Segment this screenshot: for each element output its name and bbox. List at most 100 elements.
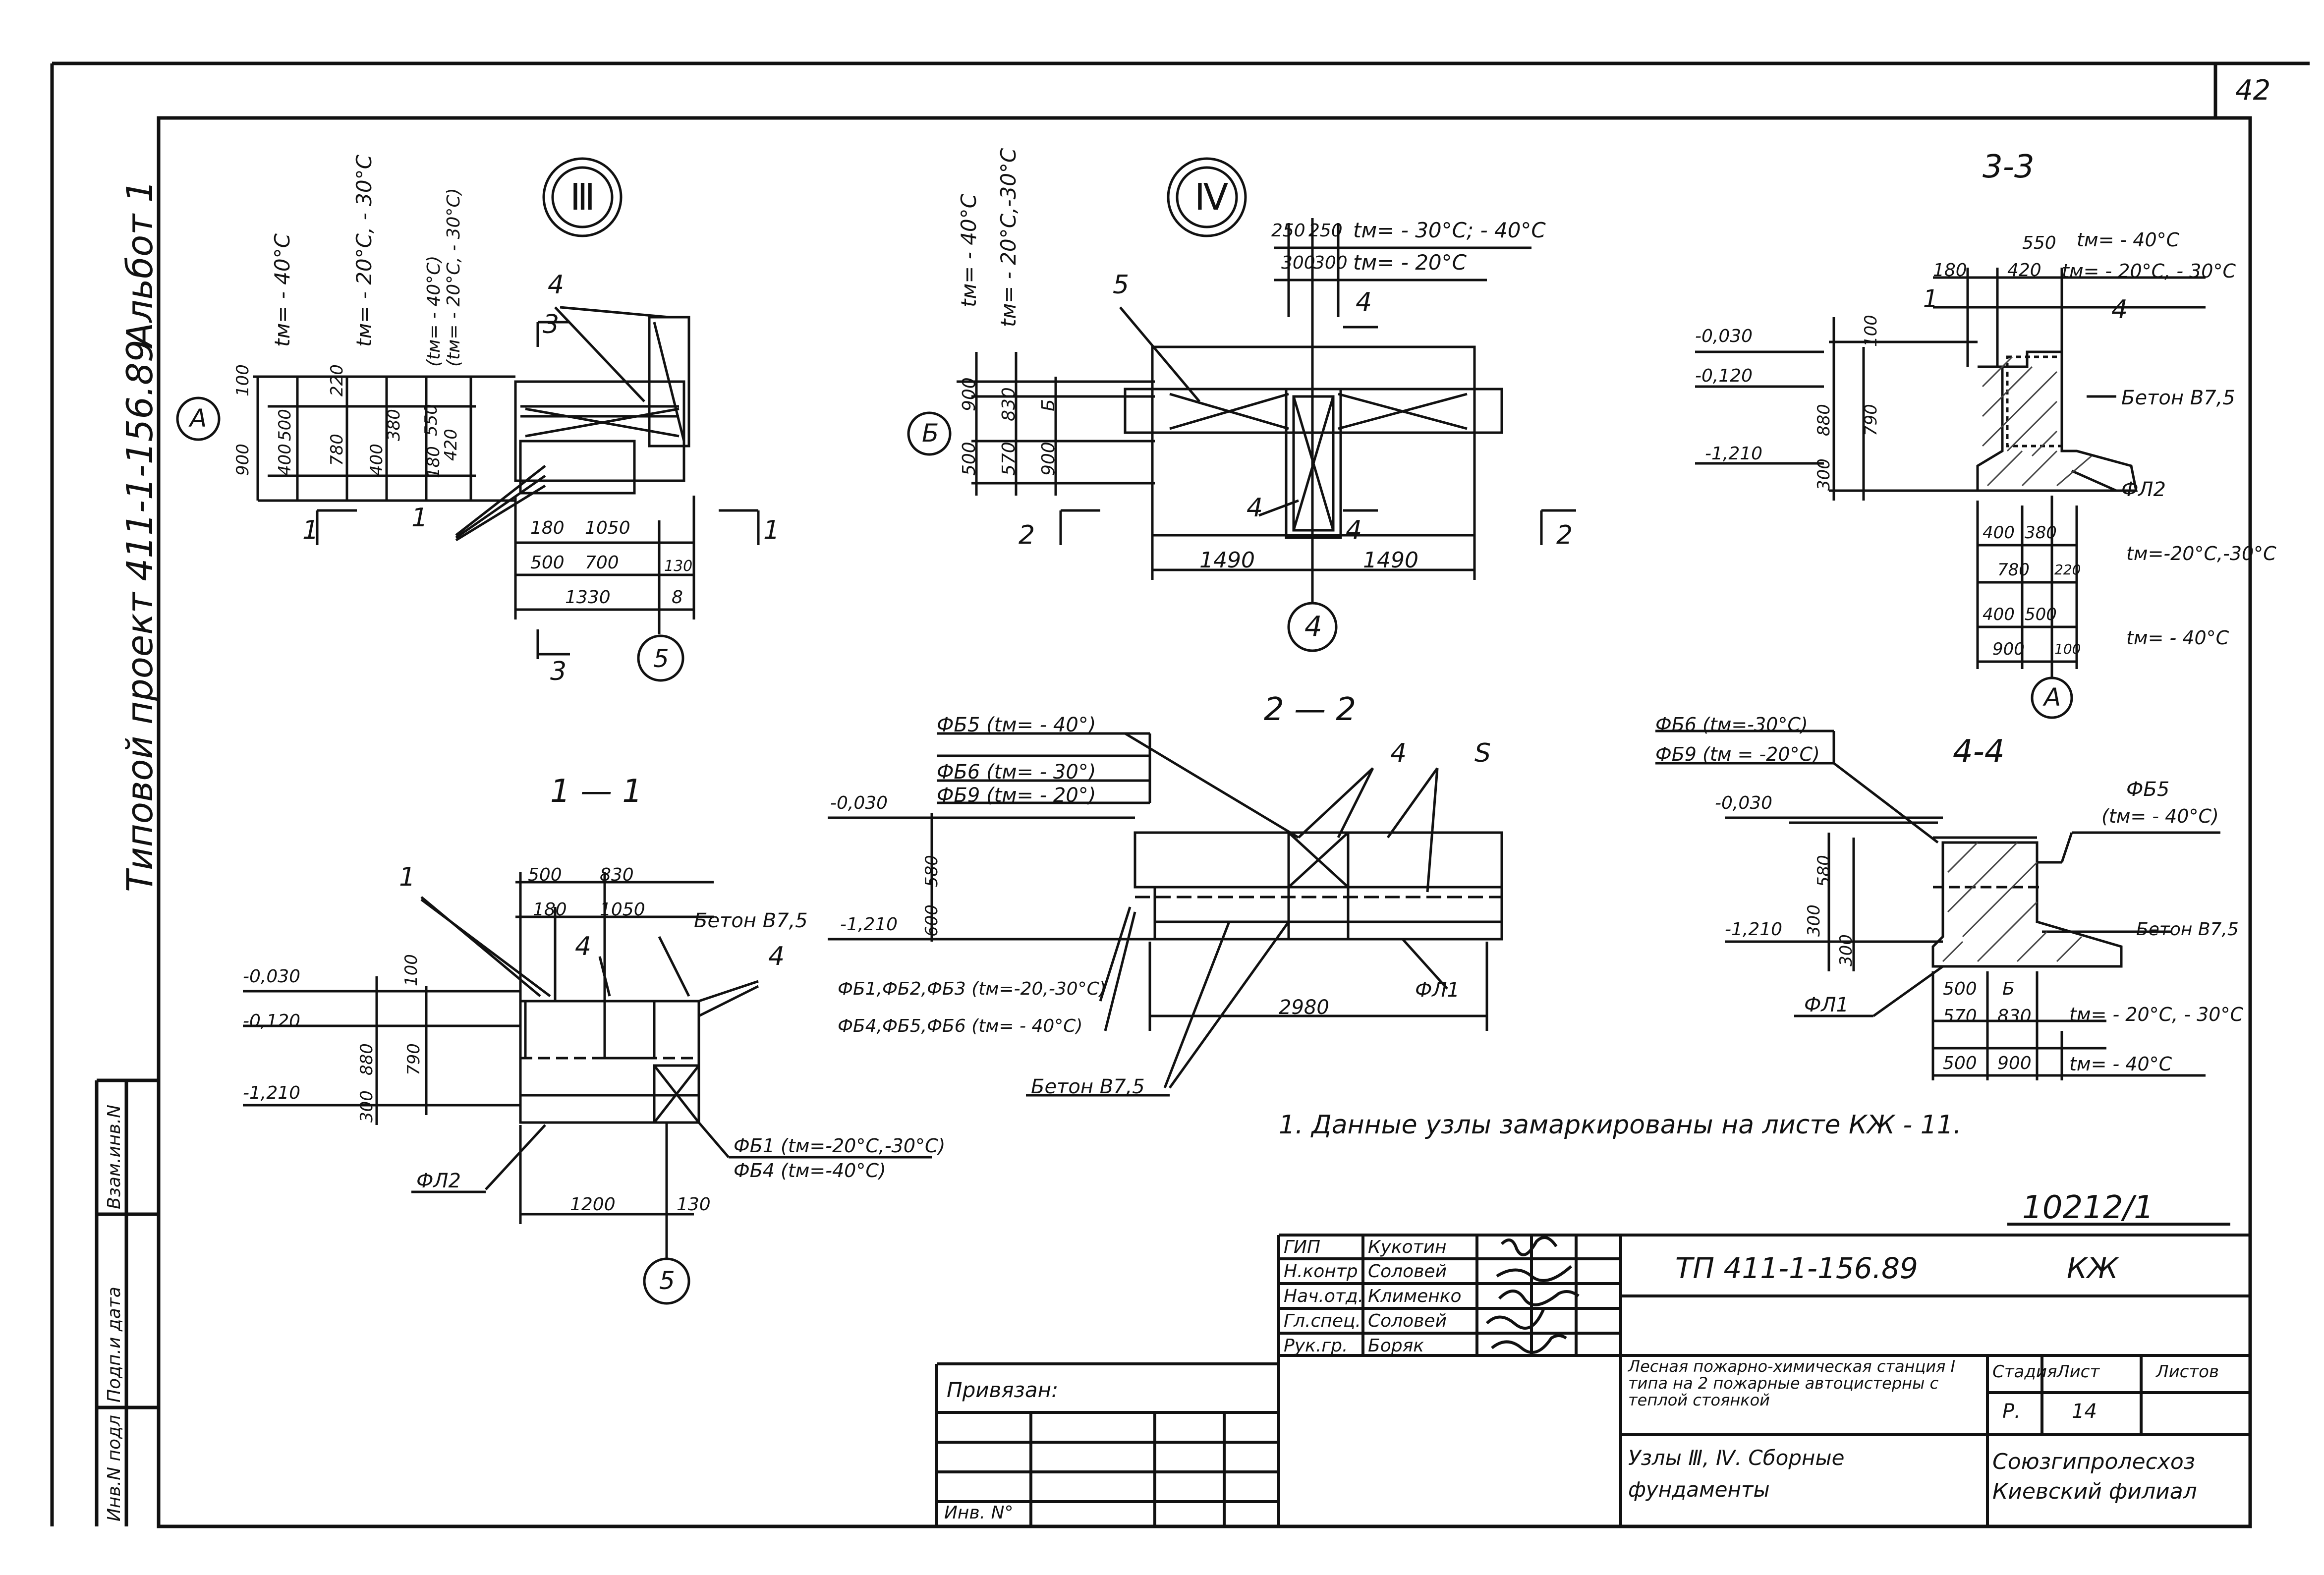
- tb-sheets-header: Листов: [2156, 1362, 2219, 1382]
- node4-sec-4-top: 4: [1356, 287, 1372, 317]
- section44-dim-830: 830: [1997, 1006, 2032, 1026]
- section44-concrete: Бетон В7,5: [2136, 919, 2239, 940]
- section33-dim-500: 500: [2025, 605, 2057, 624]
- section11-dim-1050: 1050: [600, 900, 645, 920]
- node4-sec-4-bottom: 4: [1346, 515, 1362, 545]
- section33-level-1: -0,030: [1695, 326, 1753, 346]
- node3-temp-4: (tм= - 20°C, - 30°C): [444, 188, 464, 367]
- section33-temp-top2: tм= - 20°C, - 30°C: [2062, 260, 2236, 282]
- stamp-field-replace: Взам.инв.N: [104, 1104, 124, 1209]
- section44-temp-2: tм= - 40°C: [2069, 1053, 2172, 1075]
- node3-dim-500h: 500: [530, 553, 565, 573]
- section44-dim-500b: 500: [1943, 1053, 1977, 1073]
- node3-dim-1330: 1330: [565, 587, 611, 608]
- tb-role-4: Гл.спец.: [1284, 1311, 1361, 1331]
- section22-block-2: ФБ6 (tм= - 30°): [937, 761, 1096, 784]
- section33-concrete: Бетон В7,5: [2121, 387, 2235, 409]
- section11-dim-880: 880: [357, 1043, 377, 1075]
- node3-callout-1a: 1: [411, 503, 428, 533]
- node3-dim-1050: 1050: [585, 518, 630, 538]
- section44-dim-570: 570: [1943, 1006, 1977, 1026]
- section33-dim-220: 220: [2054, 562, 2081, 578]
- tb-role-5: Рук.гр.: [1284, 1336, 1348, 1356]
- node4-dim-570: 570: [999, 442, 1019, 476]
- node3-dim-220: 220: [327, 364, 347, 396]
- section22-block-1: ФБ5 (tм= - 40°): [937, 714, 1096, 736]
- section11-dim-790: 790: [404, 1043, 424, 1075]
- section44-fl1: ФЛ1: [1804, 994, 1849, 1016]
- node4-dim-500: 500: [959, 442, 979, 476]
- stamp-field-inv: Инв.N подл: [104, 1415, 124, 1521]
- section11-level-3: -1,210: [243, 1083, 301, 1103]
- section33-temp-bottom1: tм=-20°C,-30°C: [2126, 543, 2276, 564]
- section44-level-1: -0,030: [1715, 793, 1773, 813]
- node4-dim-300a: 300: [1281, 253, 1315, 273]
- node4-axis-b: Б: [922, 419, 939, 448]
- section44-temp-1: tм= - 20°C, - 30°C: [2069, 1004, 2243, 1025]
- node3-temp-1: tм= - 40°C: [270, 233, 294, 347]
- node3-dim-900: 900: [233, 444, 253, 476]
- section11-dim-500: 500: [528, 865, 562, 885]
- section44-block-2: ФБ9 (tм = -20°C): [1655, 743, 1820, 765]
- tb-name-2: Соловей: [1368, 1261, 1447, 1282]
- tb-doc-mark: КЖ: [2067, 1251, 2118, 1285]
- section33-label-1: 1: [1923, 285, 1938, 313]
- node4-sec-2-right: 2: [1556, 520, 1573, 550]
- section11-fb4: ФБ4 (tм=-40°C): [734, 1160, 886, 1181]
- node4-dim-830: 830: [999, 387, 1019, 421]
- section33-dim-880: 880: [1814, 404, 1834, 436]
- section22-fl1: ФЛ1: [1415, 979, 1460, 1002]
- tb-stage: Р.: [2002, 1400, 2021, 1423]
- node4-dim-1490a: 1490: [1199, 548, 1255, 573]
- section44-dim-900: 900: [1997, 1053, 2032, 1073]
- section22-concrete: Бетон В7,5: [1031, 1075, 1145, 1098]
- section22-fb123: ФБ1,ФБ2,ФБ3 (tм=-20,-30°C): [838, 979, 1106, 999]
- section44-dim-500a: 500: [1943, 979, 1977, 999]
- node3-dim-400a: 400: [275, 444, 295, 476]
- section22-level-2: -1,210: [840, 914, 898, 935]
- tb-organization: Союзгипролесхоз Киевский филиал: [1992, 1449, 2197, 1504]
- stamp-field-sign: Подп.и дата: [104, 1287, 124, 1403]
- node3-dim-400b: 400: [367, 444, 387, 476]
- section33-dim-550: 550: [2022, 233, 2056, 253]
- tb-role-1: ГИП: [1284, 1237, 1321, 1257]
- tb-bound: Привязан:: [947, 1378, 1059, 1402]
- section44-fb5: ФБ5: [2126, 778, 2170, 801]
- node3-dim-700: 700: [585, 553, 619, 573]
- node3-axis-a: А: [190, 404, 207, 433]
- section44-dim-b: Б: [2002, 979, 2015, 999]
- section22-dim-580: 580: [922, 855, 942, 887]
- section11-level-2: -0,120: [243, 1011, 301, 1031]
- section22-block-3: ФБ9 (tм= - 20°): [937, 784, 1096, 807]
- section11-dim-130: 130: [677, 1194, 711, 1215]
- section44-dim-300a: 300: [1804, 904, 1824, 937]
- node3-sec-3-bottom: 3: [550, 657, 567, 686]
- node4-temp-3: tм= - 30°C; - 40°C: [1353, 218, 1546, 242]
- section33-temp-top1: tм= - 40°C: [2077, 229, 2180, 251]
- tb-sheet-header: Лист: [2057, 1362, 2100, 1382]
- section33-dim-300: 300: [1814, 458, 1834, 491]
- tb-name-5: Боряк: [1368, 1336, 1424, 1356]
- node3-temp-3: (tм= - 40°C): [424, 255, 444, 367]
- section11-title: 1 — 1: [550, 773, 643, 810]
- node3-dim-500: 500: [275, 409, 295, 441]
- section33-dim-180: 180: [1933, 260, 1967, 281]
- node4-dim-250b: 250: [1308, 221, 1343, 241]
- section33-level-3: -1,210: [1705, 444, 1763, 464]
- node4-temp-2: tм= - 20°C,-30°C: [996, 148, 1020, 327]
- node3-dim-180v: 180: [424, 446, 444, 478]
- section22-label-4: 4: [1390, 738, 1407, 768]
- tb-role-3: Нач.отд.: [1284, 1286, 1364, 1306]
- section22-title: 2 — 2: [1264, 691, 1357, 728]
- section33-temp-bottom2: tм= - 40°C: [2126, 627, 2229, 649]
- section11-level-1: -0,030: [243, 966, 301, 987]
- node3-dim-100: 100: [233, 364, 253, 396]
- node3-dim-780: 780: [327, 434, 347, 466]
- section11-dim-300: 300: [357, 1090, 377, 1123]
- node4-axis-4: 4: [1304, 611, 1322, 643]
- section44-title: 4-4: [1953, 733, 2005, 770]
- section11-dim-1200: 1200: [570, 1194, 616, 1215]
- section11-axis: 5: [659, 1266, 675, 1295]
- section22-label-s: S: [1474, 738, 1491, 768]
